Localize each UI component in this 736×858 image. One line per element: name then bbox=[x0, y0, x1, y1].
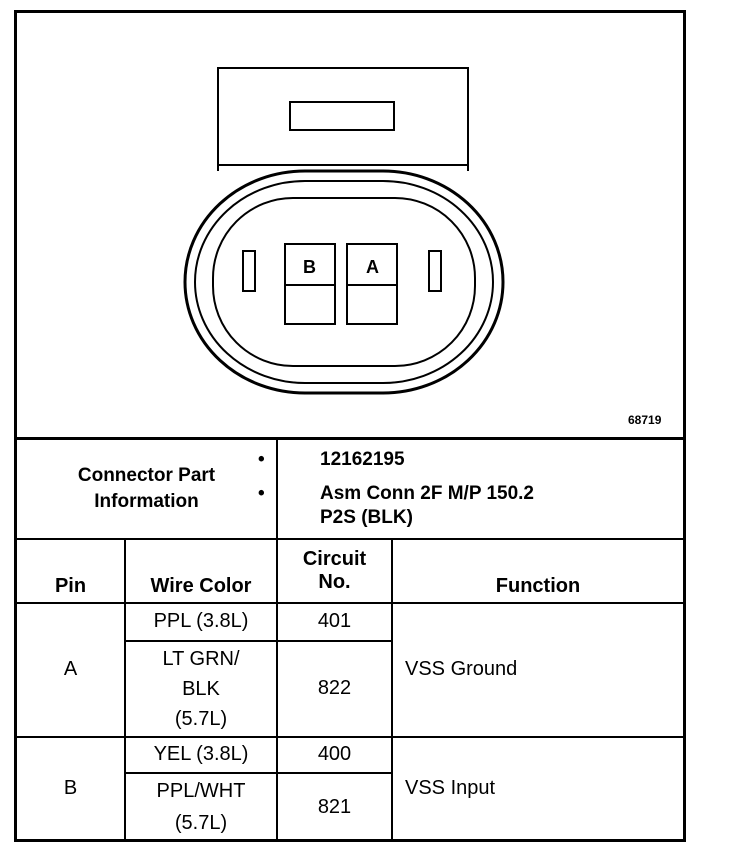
latch-tab bbox=[289, 101, 395, 131]
outer-seal bbox=[183, 169, 505, 395]
header-function: Function bbox=[391, 537, 683, 604]
header-circuit-line1: Circuit bbox=[302, 547, 367, 570]
connector-sheet: B A 68719 Connector Part Information 121… bbox=[14, 10, 686, 842]
header-wire-color: Wire Color bbox=[124, 537, 278, 604]
inner-seal bbox=[194, 180, 494, 384]
pin-a: A bbox=[17, 601, 126, 738]
wire-color: YEL (3.8L) bbox=[124, 735, 278, 774]
function-vss-input: VSS Input bbox=[391, 735, 683, 842]
header-pin: Pin bbox=[17, 537, 126, 604]
wire-color-line: (5.7L) bbox=[174, 707, 228, 730]
wire-color-line: PPL/WHT bbox=[156, 780, 246, 802]
pinout-table: Connector Part Information 12162195 Asm … bbox=[17, 437, 683, 842]
figure-number: 68719 bbox=[628, 413, 662, 427]
header-circuit-line2: No. bbox=[318, 570, 351, 593]
wire-color: PPL (3.8L) bbox=[124, 601, 278, 642]
table-row: LT GRN/ BLK (5.7L) 822 bbox=[17, 639, 683, 738]
wire-color-line: LT GRN/ bbox=[162, 647, 240, 670]
connector-drawing bbox=[183, 67, 505, 395]
part-info-label-line2: Information bbox=[94, 490, 199, 512]
table-row: B YEL (3.8L) 400 VSS Input bbox=[17, 735, 683, 842]
latch-housing bbox=[217, 67, 469, 171]
cavity-label-a: A bbox=[366, 257, 379, 277]
right-key bbox=[428, 250, 442, 292]
wire-color: LT GRN/ BLK (5.7L) bbox=[125, 639, 278, 738]
wire-color: PPL/WHT (5.7L) bbox=[125, 771, 278, 841]
part-info-row: Connector Part Information 12162195 Asm … bbox=[17, 437, 683, 540]
table-row: A PPL (3.8L) 401 VSS Ground bbox=[17, 601, 683, 738]
circuit-number: 401 bbox=[276, 601, 393, 642]
connector-face bbox=[212, 197, 476, 367]
wire-color-line: BLK bbox=[182, 677, 220, 700]
part-info-values: 12162195 Asm Conn 2F M/P 150.2 P2S (BLK) bbox=[258, 437, 683, 540]
connector-diagram: B A 68719 bbox=[17, 13, 683, 437]
left-key bbox=[242, 250, 256, 292]
part-info-label-line1: Connector Part bbox=[77, 464, 216, 486]
circuit-number: 400 bbox=[276, 735, 393, 774]
table-row: PPL/WHT (5.7L) 821 bbox=[17, 771, 683, 841]
cavity-label-b: B bbox=[303, 257, 316, 277]
assembly-name-cont: P2S (BLK) bbox=[320, 506, 413, 528]
header-circuit: Circuit No. bbox=[276, 537, 393, 604]
header-row: Pin Wire Color Circuit No. Function bbox=[17, 537, 683, 604]
pin-b: B bbox=[17, 735, 126, 842]
circuit-number: 822 bbox=[276, 639, 392, 738]
wire-color-line: (5.7L) bbox=[174, 812, 228, 834]
part-info-label: Connector Part Information bbox=[17, 437, 278, 540]
function-vss-ground: VSS Ground bbox=[391, 601, 683, 738]
part-number: 12162195 bbox=[258, 448, 683, 472]
assembly-name: Asm Conn 2F M/P 150.2 bbox=[258, 482, 683, 506]
circuit-number: 821 bbox=[276, 771, 392, 841]
